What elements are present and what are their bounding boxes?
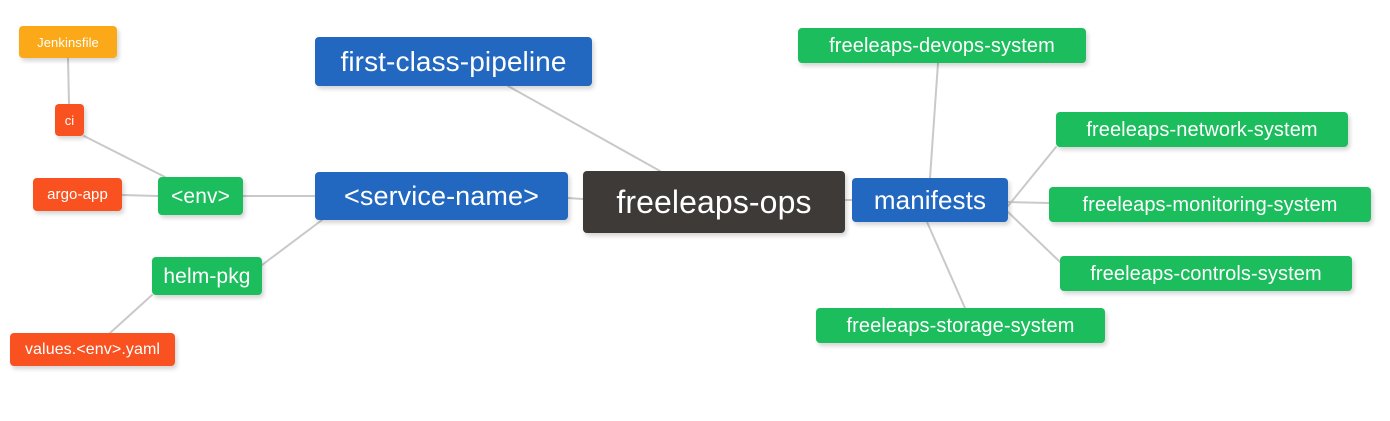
node-jenkinsfile[interactable]: Jenkinsfile xyxy=(19,26,117,58)
node-label-helm-pkg: helm-pkg xyxy=(163,264,251,288)
edge-helm-pkg-to-values-env-yaml xyxy=(109,294,153,334)
node-manifests[interactable]: manifests xyxy=(852,178,1008,222)
node-label-manifests: manifests xyxy=(873,185,987,215)
node-label-values-env-yaml: values.<env>.yaml xyxy=(24,340,161,358)
node-argo-app[interactable]: argo-app xyxy=(33,178,122,211)
node-label-freeleaps-network-system: freeleaps-network-system xyxy=(1086,118,1318,141)
node-label-freeleaps-controls-system: freeleaps-controls-system xyxy=(1090,262,1322,285)
node-label-env: <env> xyxy=(171,184,230,208)
edge-manifests-to-freeleaps-monitoring-system xyxy=(1007,201,1050,204)
edge-argo-app-to-env xyxy=(121,194,159,197)
edge-manifests-to-freeleaps-devops-system xyxy=(929,62,939,179)
node-service-name[interactable]: <service-name> xyxy=(315,172,568,220)
node-freeleaps-storage-system[interactable]: freeleaps-storage-system xyxy=(816,308,1105,343)
node-helm-pkg[interactable]: helm-pkg xyxy=(152,257,262,295)
node-values-env-yaml[interactable]: values.<env>.yaml xyxy=(10,333,175,366)
node-first-class-pipeline[interactable]: first-class-pipeline xyxy=(315,37,592,86)
edge-manifests-to-freeleaps-storage-system xyxy=(926,221,966,309)
node-env[interactable]: <env> xyxy=(158,177,243,215)
edge-service-name-to-helm-pkg xyxy=(261,219,323,266)
node-label-first-class-pipeline: first-class-pipeline xyxy=(340,45,567,77)
node-label-freeleaps-ops: freeleaps-ops xyxy=(616,184,812,220)
node-label-freeleaps-devops-system: freeleaps-devops-system xyxy=(829,34,1055,57)
node-label-service-name: <service-name> xyxy=(344,180,539,211)
node-label-jenkinsfile: Jenkinsfile xyxy=(37,34,99,50)
node-freeleaps-devops-system[interactable]: freeleaps-devops-system xyxy=(798,28,1086,63)
edge-jenkinsfile-to-ci xyxy=(67,57,70,105)
node-label-ci: ci xyxy=(64,112,75,128)
node-freeleaps-ops[interactable]: freeleaps-ops xyxy=(583,171,845,233)
node-label-argo-app: argo-app xyxy=(47,186,108,203)
node-label-freeleaps-monitoring-system: freeleaps-monitoring-system xyxy=(1082,193,1338,216)
edge-first-class-pipeline-to-freeleaps-ops xyxy=(507,85,661,172)
edge-service-name-to-freeleaps-ops xyxy=(567,197,584,200)
node-label-freeleaps-storage-system: freeleaps-storage-system xyxy=(846,314,1075,337)
node-freeleaps-network-system[interactable]: freeleaps-network-system xyxy=(1056,112,1348,147)
edge-ci-to-env xyxy=(83,135,166,178)
node-freeleaps-monitoring-system[interactable]: freeleaps-monitoring-system xyxy=(1049,187,1371,222)
node-ci[interactable]: ci xyxy=(55,104,84,136)
node-freeleaps-controls-system[interactable]: freeleaps-controls-system xyxy=(1060,256,1352,291)
